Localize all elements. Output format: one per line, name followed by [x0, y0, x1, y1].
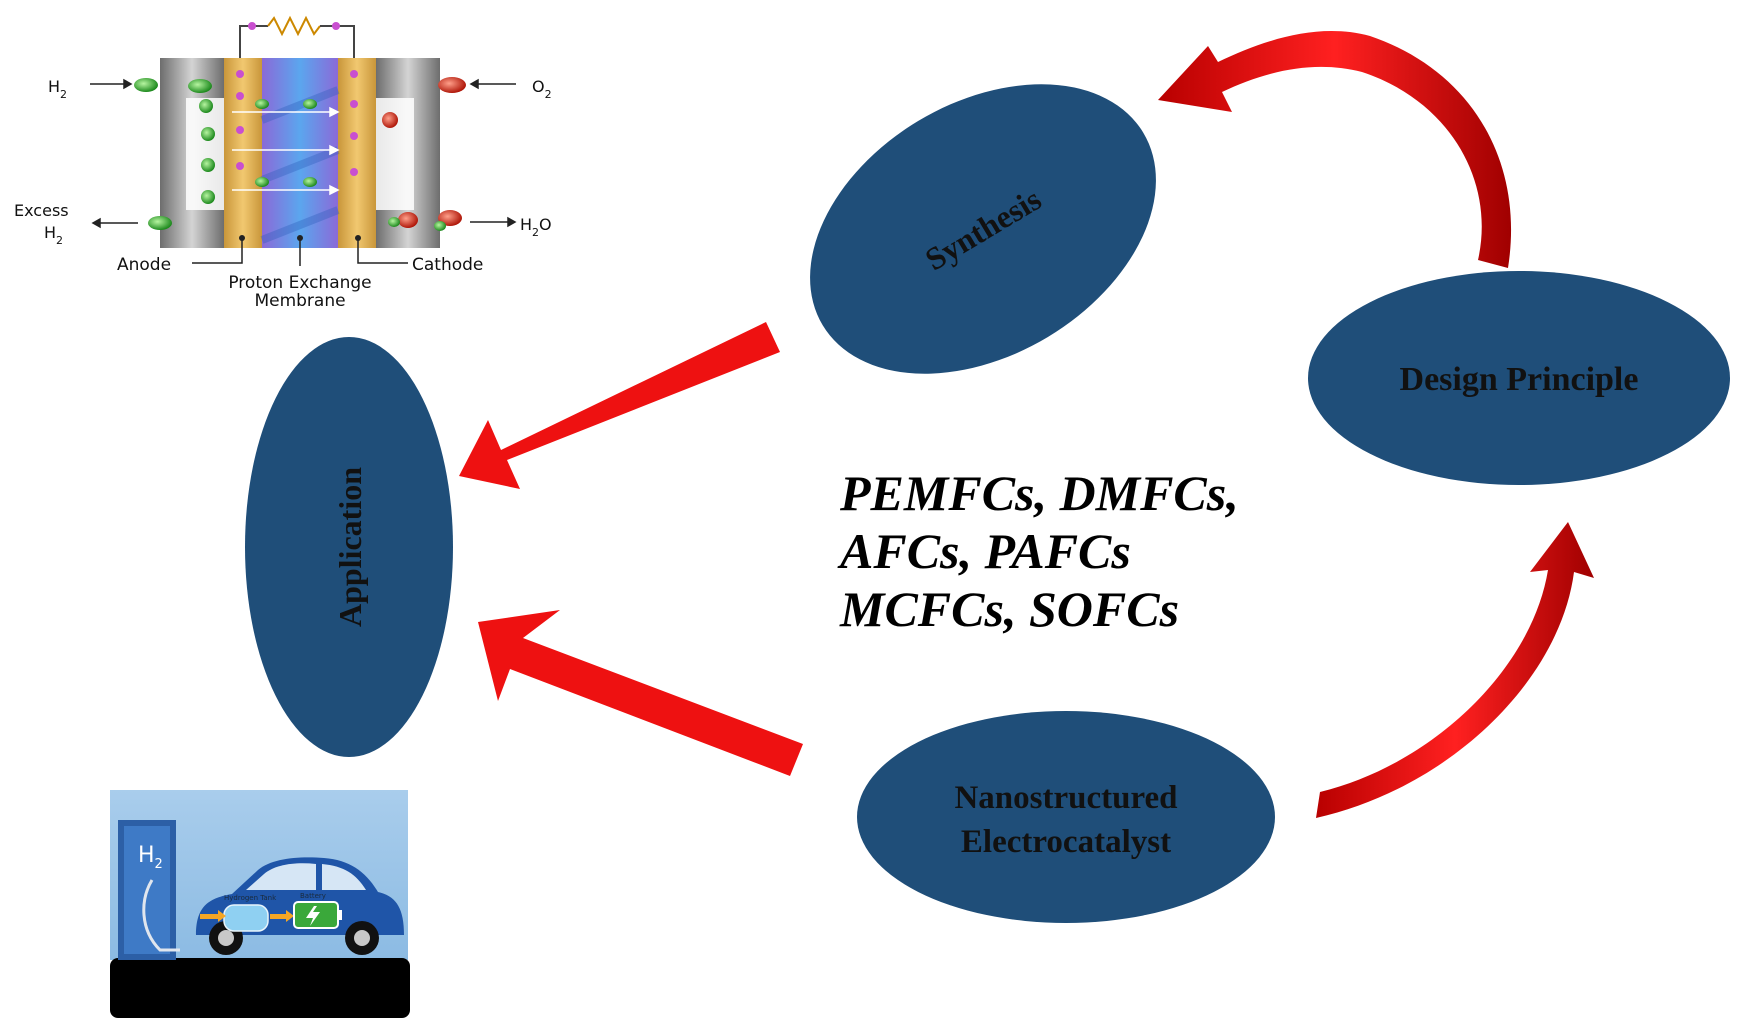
- membrane-label-line2: Membrane: [254, 291, 345, 311]
- fuel-cell-schematic: H2 O2 Excess H2 H2O Anode Cathode Proton…: [14, 15, 552, 311]
- nanostructured-label: Nanostructured: [954, 780, 1177, 816]
- anode-electrode: [224, 58, 262, 248]
- cathode-label: Cathode: [412, 255, 483, 275]
- h2-inlet-label: H2: [48, 77, 67, 101]
- tank-label: Hydrogen Tank: [224, 894, 277, 902]
- fuel-cell-types-line2: AFCs, PAFCs: [837, 523, 1131, 579]
- cathode-electrode: [338, 58, 376, 248]
- curved-arrow-nano-to-design: [1316, 522, 1594, 818]
- anode-label: Anode: [117, 255, 171, 275]
- hydrogen-tank-icon: [223, 904, 269, 932]
- excess-label: Excess: [14, 201, 69, 220]
- node-application: Application: [245, 337, 453, 757]
- arrow-nano-to-application: [478, 610, 803, 776]
- node-design-principle: Design Principle: [1308, 271, 1730, 485]
- oxygen-molecules: [382, 77, 466, 231]
- road: [110, 958, 410, 1018]
- external-circuit: [239, 15, 355, 60]
- excess-h2-label: H2: [44, 223, 63, 247]
- electrocatalyst-label: Electrocatalyst: [961, 824, 1171, 860]
- node-synthesis: Synthesis: [810, 84, 1156, 374]
- fuel-cell-types-line1: PEMFCs, DMFCs,: [839, 465, 1239, 521]
- h2o-outlet-label: H2O: [520, 215, 552, 239]
- fuel-cell-types: PEMFCs, DMFCs, AFCs, PAFCs MCFCs, SOFCs: [837, 465, 1239, 637]
- application-label: Application: [332, 467, 368, 627]
- curved-arrow-design-to-synthesis: [1158, 31, 1512, 269]
- hydrogen-molecules: [134, 78, 317, 230]
- pump-h2-label: H2: [138, 843, 163, 872]
- battery-label: Battery: [300, 892, 326, 900]
- o2-inlet-label: O2: [532, 77, 552, 101]
- proton-exchange-membrane: [262, 58, 338, 248]
- design-principle-label: Design Principle: [1400, 361, 1639, 398]
- membrane-label-line1: Proton Exchange: [228, 273, 371, 293]
- arrow-synthesis-to-application: [459, 322, 780, 489]
- resistor-icon: [267, 15, 321, 37]
- fuel-cell-types-line3: MCFCs, SOFCs: [839, 581, 1179, 637]
- hydrogen-car-illustration: H2 Hydrogen Tank Battery: [110, 790, 410, 1018]
- node-nanostructured-electrocatalyst: Nanostructured Electrocatalyst: [857, 711, 1275, 923]
